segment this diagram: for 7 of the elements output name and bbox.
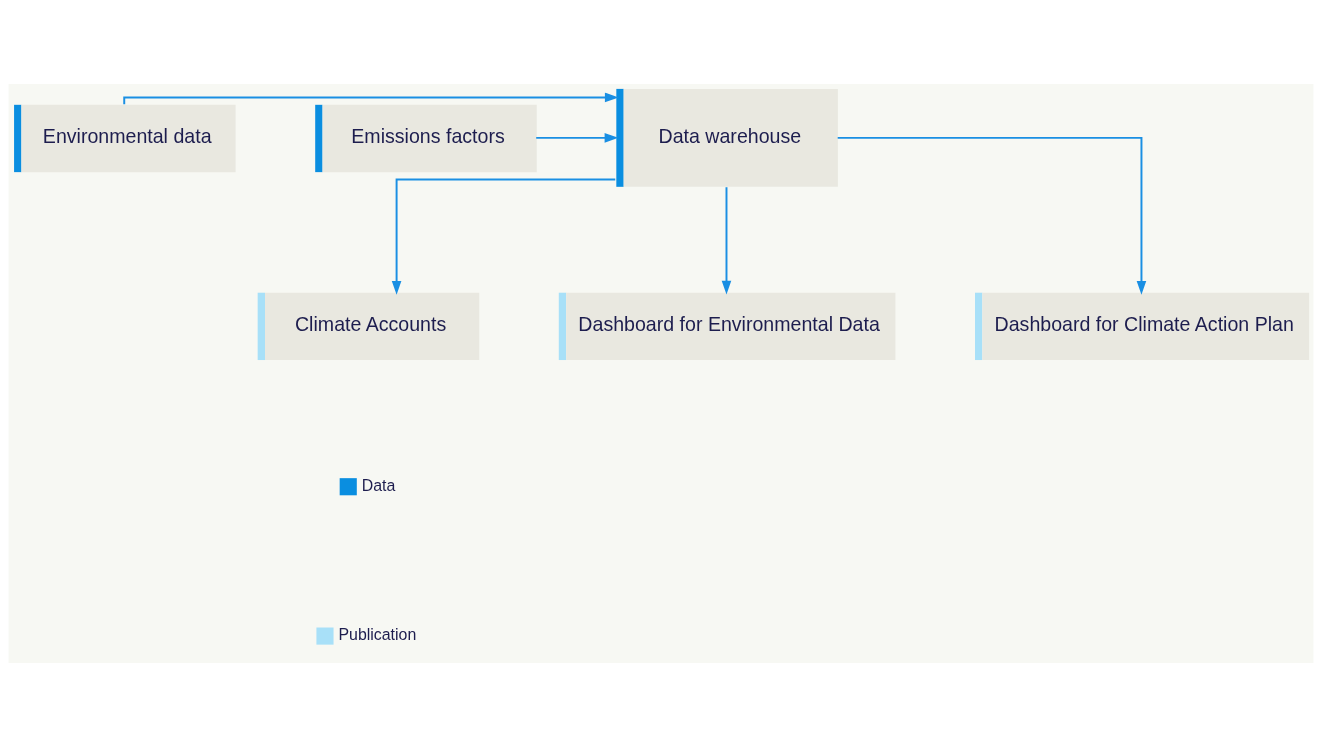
arrow [535,133,619,143]
arrow [123,92,619,106]
legend-label: Publication [338,626,417,644]
arrow [836,136,1147,295]
arrow [721,186,732,295]
arrow [391,178,617,295]
legend-label: Data [361,476,396,494]
